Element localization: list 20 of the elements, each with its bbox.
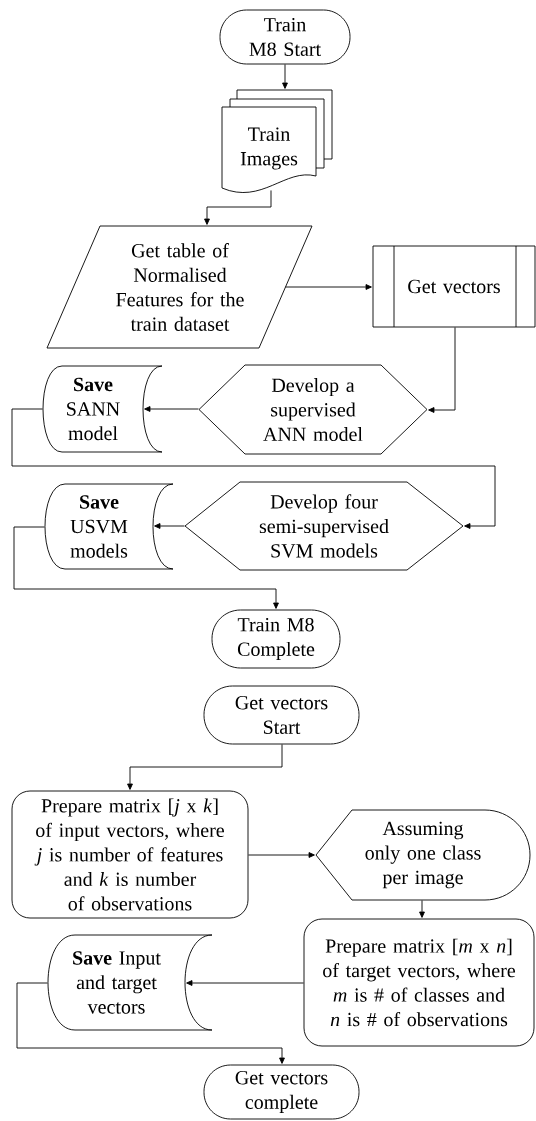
arrow: [248, 852, 315, 858]
predefined-process-box: Get vectors: [372, 245, 536, 328]
arrow: [154, 523, 185, 529]
arrow: [11, 408, 496, 529]
arrow: [285, 284, 372, 290]
arrow: [204, 190, 272, 225]
arrow: [127, 744, 283, 790]
document-stack: Train Images: [221, 89, 333, 193]
arrow: [419, 900, 425, 918]
process-box: Prepare matrix [j x k] of input vectors, where j is number of features and k is number of observations: [11, 790, 249, 919]
arrow: [428, 327, 456, 413]
arrow: [186, 980, 304, 986]
arrow: [13, 526, 279, 609]
data-parallelogram: Get table of Normalised Features for the train dataset: [46, 225, 313, 349]
arrow: [16, 982, 285, 1064]
arrow: [282, 64, 288, 89]
preparation-hexagon: Develop four semi-supervised SVM models: [184, 481, 464, 571]
process-box: Prepare matrix [m x n] of target vectors, where m is # of classes and n is # of observations: [303, 918, 535, 1047]
preparation-hexagon: Develop a supervised ANN model: [198, 364, 428, 455]
arrow: [144, 406, 199, 412]
